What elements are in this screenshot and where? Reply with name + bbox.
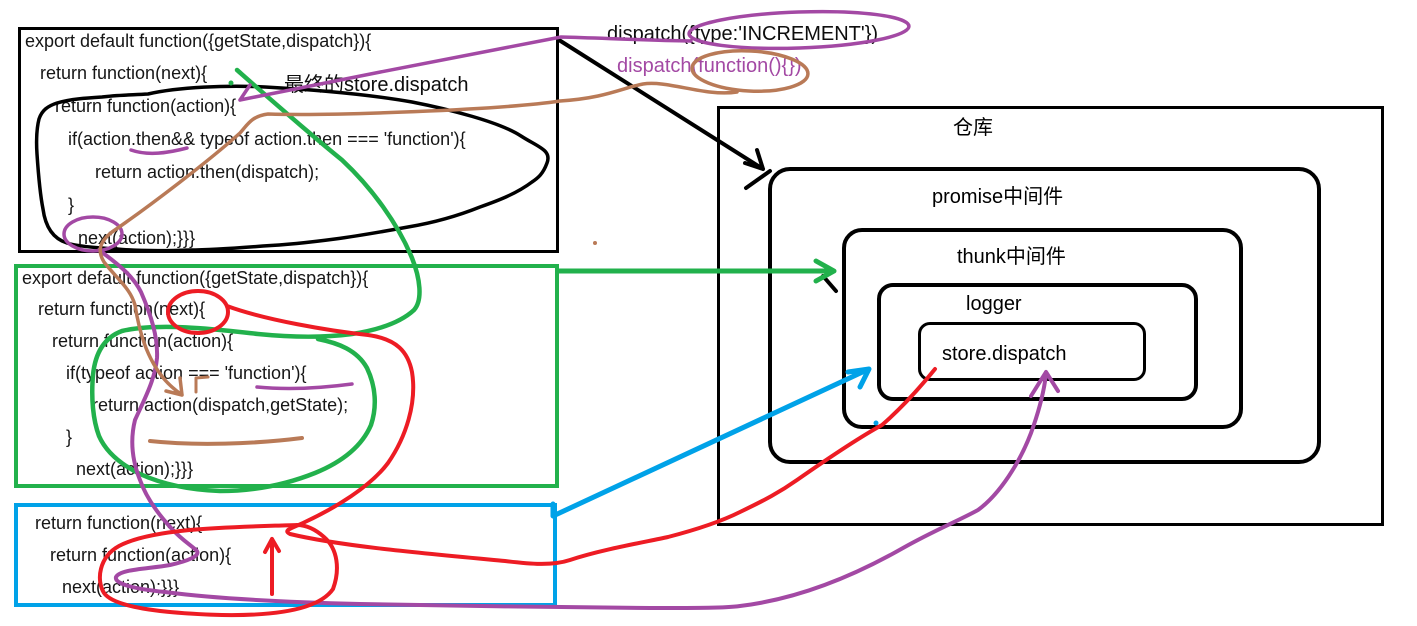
thunk-middleware-label: thunk中间件	[957, 246, 1066, 268]
logger-box	[877, 283, 1198, 401]
green-arrow-to-thunk	[555, 258, 837, 284]
black-scribble-loop	[34, 84, 550, 253]
thunk-middleware-code-box	[14, 264, 559, 488]
brown-curve-to-action-dispatch	[98, 81, 739, 397]
dispatch-function-annotation: dispatch(function(){})	[617, 55, 802, 77]
code-line: return function(next){	[38, 299, 206, 319]
store-dispatch-box	[918, 322, 1146, 381]
purple-circle-increment	[687, 9, 911, 51]
code-line: if(typeof action === 'function'){	[66, 363, 307, 383]
blue-dot	[873, 420, 879, 426]
code-line: return function(next){	[40, 63, 208, 83]
code-line: export default function({getState,dispat…	[25, 31, 372, 51]
promise-middleware-label: promise中间件	[932, 186, 1064, 208]
brown-bracket-mark	[194, 375, 210, 394]
code-line: if(action.then&& typeof action.then === …	[68, 129, 466, 149]
purple-arrow-to-action	[238, 35, 693, 102]
green-scribble-loop	[90, 67, 422, 494]
code-line: }	[66, 427, 73, 447]
code-line: return function(action){	[55, 96, 237, 116]
warehouse-box	[717, 106, 1384, 526]
red-loop-logger-code	[97, 523, 339, 618]
purple-underline-then	[129, 146, 189, 156]
brown-underline-getstate	[148, 436, 304, 446]
black-arrow-to-warehouse	[557, 38, 772, 190]
promise-middleware-code-box	[18, 27, 559, 253]
purple-long-curve-to-store-dispatch	[97, 248, 1060, 610]
code-line: return action(dispatch,getState);	[92, 395, 349, 415]
warehouse-label: 仓库	[953, 117, 993, 139]
code-line: next(action);}}}	[78, 228, 196, 248]
thunk-middleware-box	[842, 228, 1243, 429]
red-circle-next-param	[166, 289, 230, 335]
logger-label: logger	[966, 293, 1022, 315]
code-line: }	[68, 195, 75, 215]
purple-underline-function	[255, 382, 354, 391]
blue-arrow-to-store-dispatch	[550, 366, 872, 519]
red-curve-to-store-dispatch	[225, 304, 937, 566]
code-line: return action.then(dispatch);	[95, 162, 320, 182]
logger-middleware-code-box	[14, 503, 557, 607]
purple-circle-next	[62, 215, 124, 253]
red-up-arrow-next-action	[263, 537, 281, 596]
promise-middleware-box	[768, 167, 1321, 464]
brown-circle-function-arg	[690, 49, 810, 93]
green-dot	[228, 80, 234, 86]
store-dispatch-label: store.dispatch	[942, 343, 1067, 365]
brown-dot	[593, 241, 597, 245]
code-line: export default function({getState,dispat…	[22, 268, 369, 288]
